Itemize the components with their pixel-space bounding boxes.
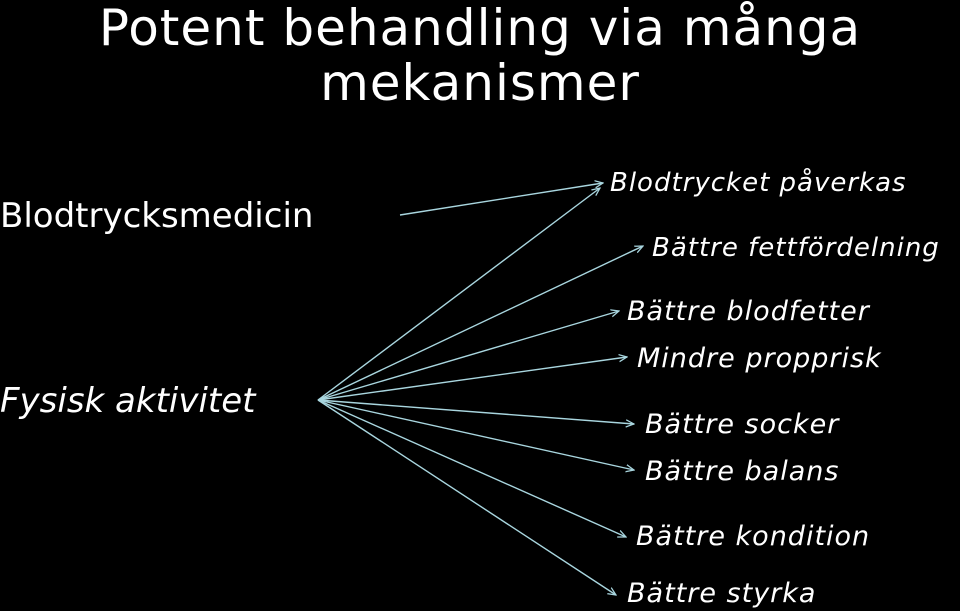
- effect-fitness: Bättre kondition: [636, 521, 871, 552]
- slide-title-line-1: Potent behandling via många: [98, 0, 862, 57]
- arrow-activity-to-blood-lipids: [317, 311, 619, 401]
- effect-blood-pressure: Blodtrycket påverkas: [610, 168, 907, 198]
- effect-clot-risk: Mindre propprisk: [637, 343, 882, 374]
- slide-title-line-2: mekanismer: [320, 54, 640, 112]
- arrow-activity-to-clot-risk: [317, 357, 627, 401]
- effect-strength: Bättre styrka: [627, 578, 817, 609]
- arrow-medicine-to-blood-pressure: [399, 183, 603, 216]
- effect-blood-lipids: Bättre blodfetter: [627, 296, 870, 327]
- arrow-activity-to-blood-sugar: [317, 399, 634, 424]
- arrow-activity-to-strength: [317, 399, 616, 595]
- effect-blood-sugar: Bättre socker: [645, 409, 840, 440]
- source-label-medicine: Blodtrycksmedicin: [0, 196, 314, 236]
- source-label-physical-activity: Fysisk aktivitet: [0, 381, 256, 421]
- effect-balance: Bättre balans: [645, 456, 840, 487]
- slide-title: Potent behandling via många mekanismer: [0, 1, 960, 111]
- effect-fat-distribution: Bättre fettfördelning: [652, 233, 940, 263]
- arrow-activity-to-fitness: [317, 399, 626, 538]
- arrow-activity-to-balance: [317, 399, 634, 470]
- arrow-activity-to-blood-pressure: [317, 188, 600, 401]
- arrow-activity-to-fat-distribution: [317, 246, 643, 401]
